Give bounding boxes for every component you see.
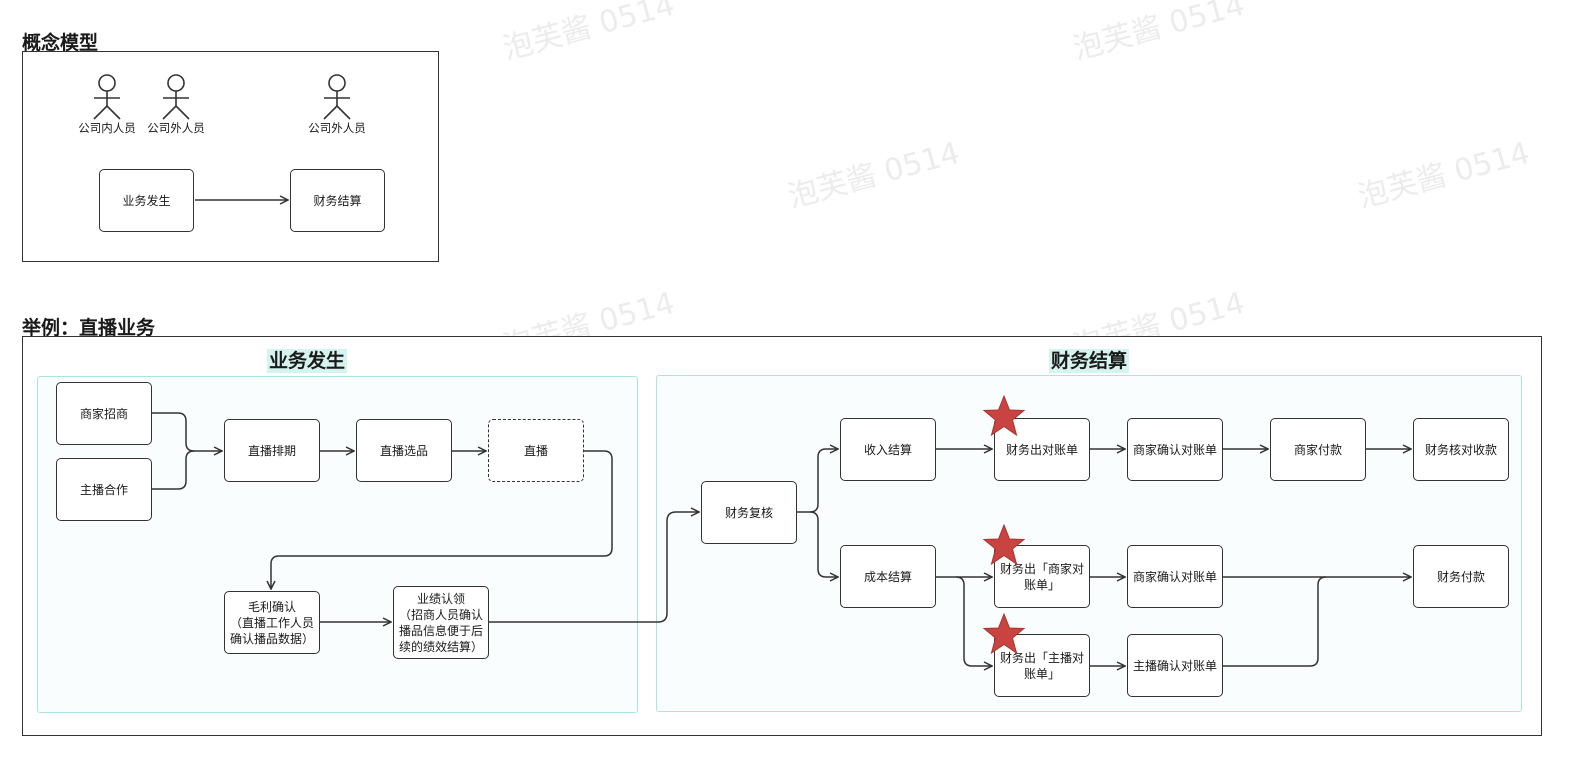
star-icon <box>982 613 1026 655</box>
node-merchant-payment: 商家付款 <box>1270 418 1366 481</box>
actor-label: 公司外人员 <box>147 121 205 135</box>
node-income-settlement: 收入结算 <box>840 418 936 481</box>
concept-title: 概念模型 <box>22 32 99 54</box>
actor-label: 公司内人员 <box>78 121 136 135</box>
node-live: 直播 <box>488 419 584 482</box>
node-anchor-confirm-bill: 主播确认对账单 <box>1127 634 1223 697</box>
actor-external-finance: 公司外人员 <box>307 74 367 136</box>
finance-group-title: 财务结算 <box>1049 349 1130 373</box>
node-product-selection: 直播选品 <box>356 419 452 482</box>
node-performance-claim: 业绩认领 （招商人员确认播品信息便于后续的绩效结算） <box>393 586 489 659</box>
watermark: 泡芙酱 0514 <box>1354 135 1534 216</box>
node-finance-merchant-bill: 财务出「商家对账单」 <box>994 545 1090 608</box>
watermark: 泡芙酱 0514 <box>784 135 964 216</box>
node-anchor-cooperation: 主播合作 <box>56 458 152 521</box>
node-finance-review: 财务复核 <box>701 481 797 544</box>
node-finance-verify-receipt: 财务核对收款 <box>1413 418 1509 481</box>
concept-finance-node: 财务结算 <box>290 169 385 232</box>
actor-internal: 公司内人员 <box>77 74 137 136</box>
actor-label: 公司外人员 <box>308 121 366 135</box>
watermark: 泡芙酱 0514 <box>499 0 679 68</box>
star-icon <box>982 395 1026 437</box>
person-icon <box>93 74 121 120</box>
person-icon <box>162 74 190 120</box>
actor-external: 公司外人员 <box>146 74 206 136</box>
node-merchant-confirm-bill: 商家确认对账单 <box>1127 418 1223 481</box>
star-icon <box>982 524 1026 566</box>
concept-business-node: 业务发生 <box>99 169 194 232</box>
node-merchant-recruit: 商家招商 <box>56 382 152 445</box>
person-icon <box>323 74 351 120</box>
watermark: 泡芙酱 0514 <box>1069 0 1249 68</box>
node-finance-payment: 财务付款 <box>1413 545 1509 608</box>
node-live-schedule: 直播排期 <box>224 419 320 482</box>
example-title: 举例：直播业务 <box>22 317 156 339</box>
business-group-title: 业务发生 <box>267 349 348 373</box>
node-cost-settlement: 成本结算 <box>840 545 936 608</box>
node-merchant-confirm-bill-2: 商家确认对账单 <box>1127 545 1223 608</box>
node-margin-confirm: 毛利确认 （直播工作人员确认播品数据） <box>224 591 320 654</box>
